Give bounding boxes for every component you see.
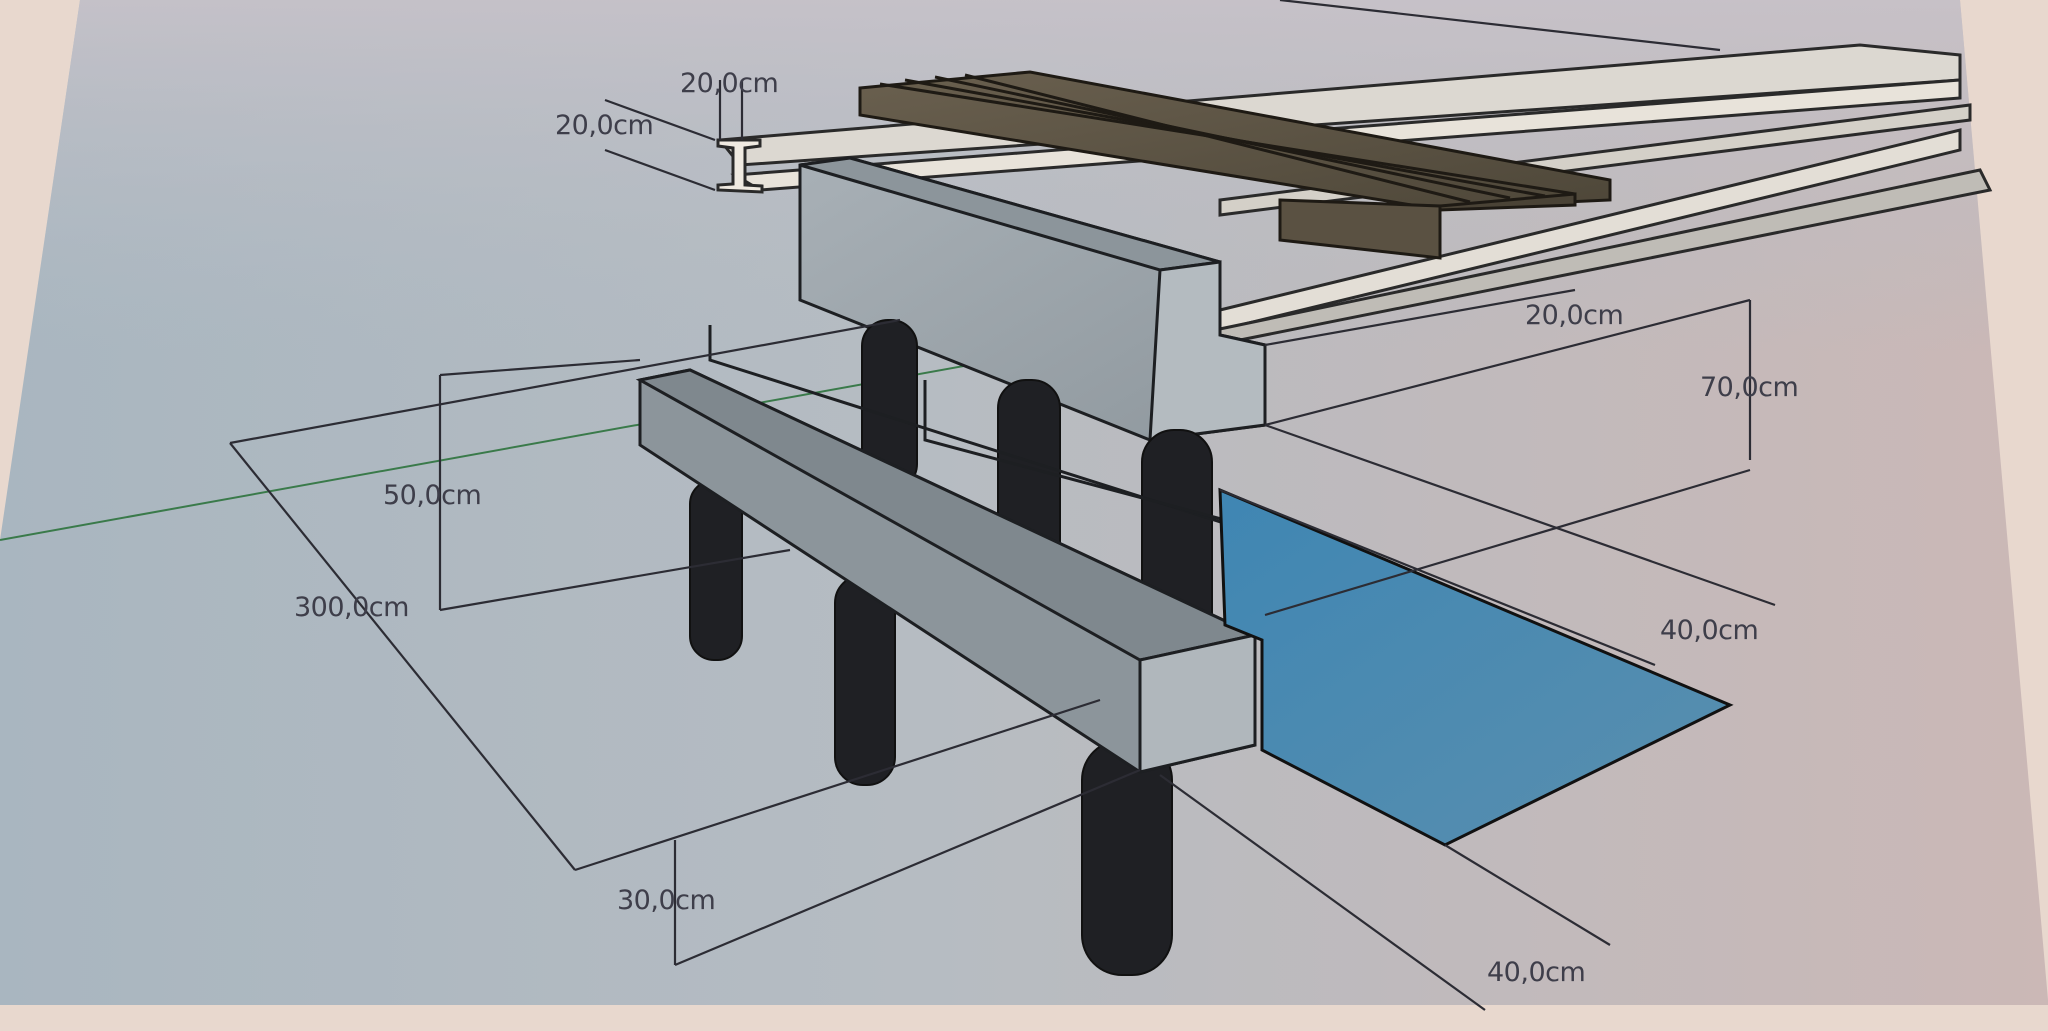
upper-beam: [798, 156, 1267, 442]
timber-decking: [858, 70, 1612, 260]
dimension-label-joist-top: 20,0cm: [680, 68, 779, 99]
dimension-label-beam-length: 300,0cm: [294, 592, 409, 623]
dimension-label-upper-depth: 40,0cm: [1660, 615, 1759, 646]
blue-slab: [1218, 487, 1734, 847]
dimension-label-lower-width: 30,0cm: [617, 885, 716, 916]
dimension-lines: [229, 0, 1776, 1011]
i-beam-profile: [716, 138, 764, 194]
dimension-label-lower-height: 50,0cm: [383, 480, 482, 511]
dimension-label-slab-offset: 40,0cm: [1487, 957, 1586, 988]
dimension-label-upper-step: 20,0cm: [1525, 300, 1624, 331]
dimension-label-upper-height: 70,0cm: [1700, 372, 1799, 403]
lower-beam: [635, 368, 1260, 774]
dimension-label-joist-height: 20,0cm: [555, 110, 654, 141]
